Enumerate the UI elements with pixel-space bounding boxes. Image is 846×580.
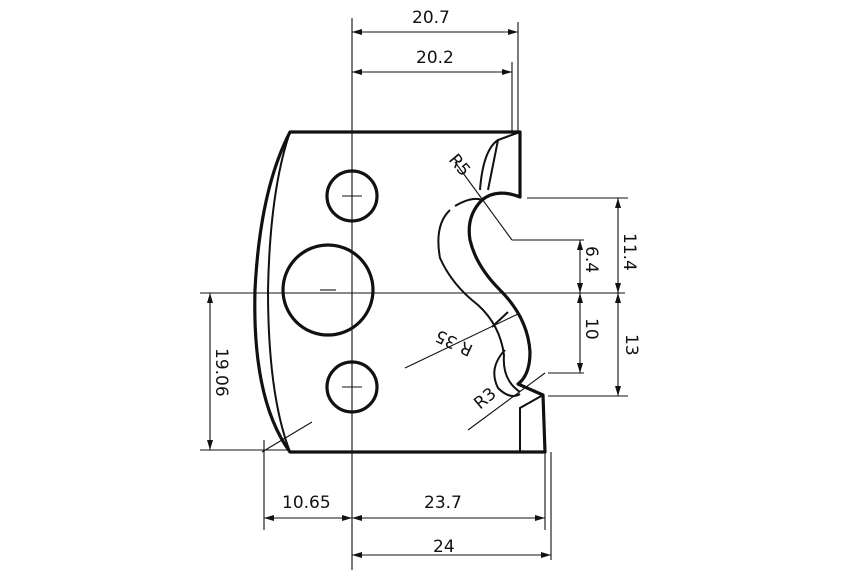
extension-lines xyxy=(200,18,628,570)
dim-left-offset: 10.65 xyxy=(282,493,331,513)
dim-height-6-4: 6.4 xyxy=(581,246,601,273)
label-radius-5: R5 xyxy=(444,150,474,180)
hole-center xyxy=(281,243,375,337)
dimension-labels: 20.7 20.2 10.65 23.7 24 11.4 6.4 10 13 1… xyxy=(211,8,641,557)
dim-top-width: 20.7 xyxy=(412,8,450,28)
part-outline xyxy=(253,130,547,454)
arrowheads xyxy=(207,29,621,558)
holes xyxy=(281,169,379,414)
dim-total-width: 24 xyxy=(433,537,455,557)
label-radius-35: R 35 xyxy=(432,325,476,360)
dim-body-width: 23.7 xyxy=(424,493,462,513)
dim-height-19-06: 19.06 xyxy=(211,348,231,397)
dim-height-13: 13 xyxy=(621,334,641,356)
dim-inner-width: 20.2 xyxy=(416,48,454,68)
dim-height-11-4: 11.4 xyxy=(619,233,639,271)
dim-height-10: 10 xyxy=(581,318,601,340)
